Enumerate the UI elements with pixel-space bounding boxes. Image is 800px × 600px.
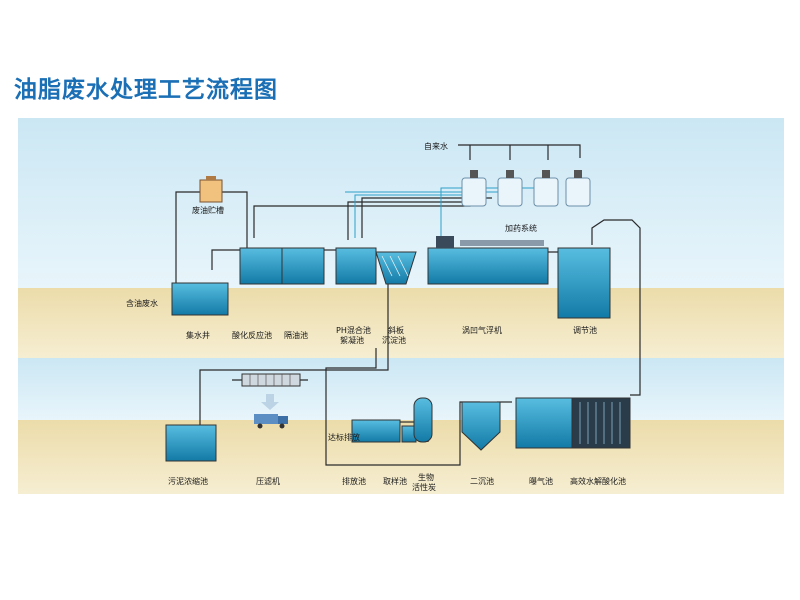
label-ph-tank-line2: 絮凝池 [340, 335, 364, 345]
label-cavitation-flotation: 涡凹气浮机 [462, 325, 502, 335]
dosing-tank-4 [565, 177, 591, 207]
sludge-thickener [165, 424, 217, 462]
label-oily-wastewater: 含油废水 [126, 298, 158, 308]
label-sampling-tank: 取样池 [383, 476, 407, 486]
discharge-tank [351, 419, 401, 443]
label-dosing-system: 加药系统 [505, 223, 537, 233]
hydrolysis-acidification-tank [571, 397, 631, 449]
label-discharge-tank: 排放池 [342, 476, 366, 486]
label-acidification-tank: 酸化反应池 [232, 330, 272, 340]
collection-well [171, 282, 229, 316]
dosing-tank-3 [533, 177, 559, 207]
label-ph-tank-line1: PH混合池 [336, 325, 371, 335]
dosing-mixer-2 [506, 170, 514, 178]
label-collection-well: 集水井 [186, 330, 210, 340]
label-secondary-clarifier: 二沉池 [470, 476, 494, 486]
aeration-tank [515, 397, 573, 449]
ground-band-lower [18, 420, 784, 494]
secondary-clarifier [461, 401, 501, 451]
label-oil-separation-tank: 隔油池 [284, 330, 308, 340]
label-regulating-tank: 调节池 [573, 325, 597, 335]
label-waste-oil-tank: 废油贮槽 [192, 205, 224, 215]
filter-press-plates [249, 374, 291, 386]
hydrolysis-packing [579, 402, 621, 444]
label-filter-press: 压滤机 [256, 476, 280, 486]
dosing-mixer-4 [574, 170, 582, 178]
label-bio-carbon-line2: 活性炭 [412, 482, 436, 492]
label-inclined-plate-line1: 斜板 [388, 325, 404, 335]
ground-band-upper [18, 288, 784, 358]
bio-activated-carbon-tower [413, 397, 433, 443]
label-sludge-thickener: 污泥浓缩池 [168, 476, 208, 486]
label-hydrolysis-tank: 高效水解酸化池 [570, 476, 626, 486]
flotation-motor [436, 236, 454, 248]
flotation-skimmer [460, 240, 544, 246]
regulating-tank [557, 247, 611, 319]
filter-press [241, 373, 301, 387]
inclined-plates [381, 255, 409, 277]
waste-oil-tank-cap [206, 176, 216, 180]
label-discharge-compliant: 达标排放 [328, 432, 360, 442]
label-bio-carbon-line1: 生物 [418, 472, 434, 482]
dosing-mixer-3 [542, 170, 550, 178]
sky-band-lower [18, 358, 784, 420]
page-title: 油脂废水处理工艺流程图 [14, 77, 278, 103]
label-tap-water: 自来水 [424, 141, 448, 151]
cavitation-flotation-unit [427, 247, 549, 285]
pipe-network [175, 144, 641, 466]
waste-oil-tank [199, 179, 223, 203]
dosing-tanks [461, 170, 591, 207]
dosing-tank-2 [497, 177, 523, 207]
label-aeration-tank: 曝气池 [529, 476, 553, 486]
down-arrow-icon [261, 394, 279, 410]
sludge-truck-icon [254, 414, 288, 429]
dosing-tank-1 [461, 177, 487, 207]
ph-flocculation-tank [335, 247, 377, 285]
dosing-mixer-1 [470, 170, 478, 178]
label-inclined-plate-line2: 沉淀池 [382, 335, 406, 345]
